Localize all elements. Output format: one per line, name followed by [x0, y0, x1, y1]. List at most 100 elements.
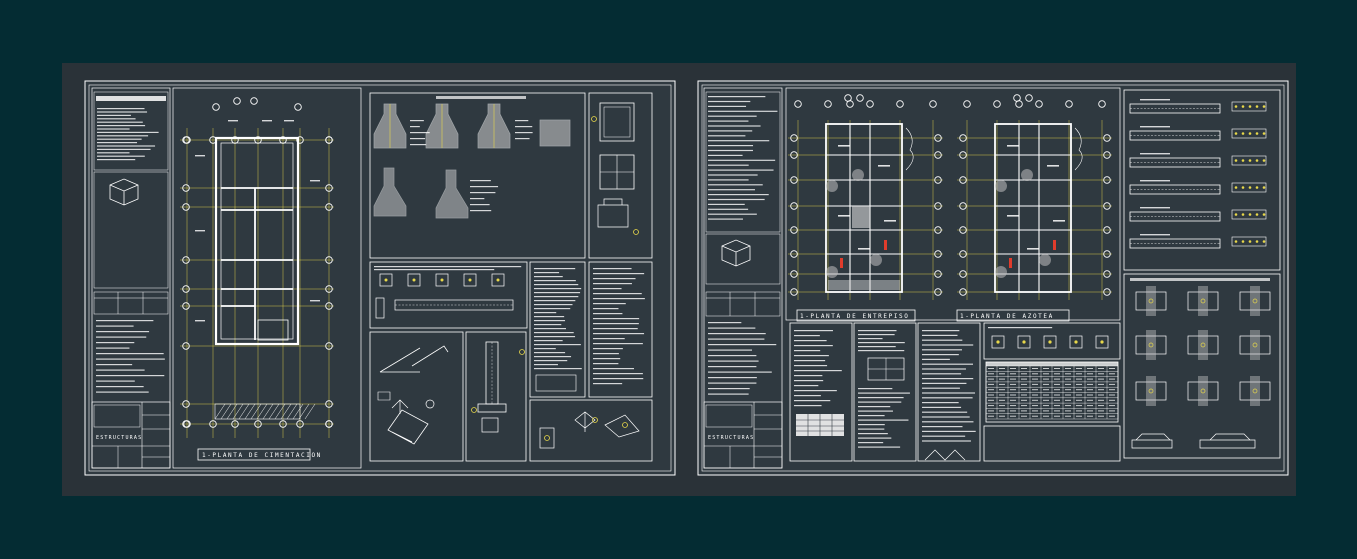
note-text-line [593, 268, 632, 270]
entrepiso-plan[interactable] [788, 94, 943, 300]
note-text-line [708, 154, 743, 156]
grid-bubble [279, 420, 287, 428]
note-text-line [794, 355, 829, 357]
grid-bubble [934, 288, 942, 296]
stair-details-panel[interactable] [369, 331, 464, 462]
table-cell-text [999, 378, 1005, 380]
note-text-line [794, 400, 831, 402]
joint-detail [1135, 335, 1167, 355]
column-marker [995, 266, 1007, 278]
note-text-line [593, 343, 643, 345]
table-cell-text [1021, 383, 1027, 385]
note-text-line [922, 440, 971, 442]
table-cell-text [1021, 368, 1027, 369]
column-footing-section-panel[interactable] [465, 331, 527, 462]
note-text-line [96, 369, 145, 371]
specifications-panel[interactable] [529, 261, 586, 398]
grid-bubble [233, 97, 241, 105]
note-text-line [708, 115, 757, 117]
table-cell-text [1087, 389, 1093, 391]
table-cell-text [1098, 410, 1104, 412]
lower-notes-panel-4[interactable] [983, 425, 1121, 462]
column-section [991, 335, 1005, 349]
table-cell-text [1098, 389, 1104, 391]
note-text-line [708, 149, 753, 152]
foundation-plan[interactable] [180, 97, 334, 438]
dimension-text [195, 320, 205, 322]
grid-bubble [1103, 202, 1111, 210]
grid-bubble [1025, 94, 1033, 102]
note-text-line [922, 382, 967, 384]
note-text-line [708, 377, 757, 379]
grid-bubble [1103, 226, 1111, 234]
rebar-schedule-table[interactable] [985, 361, 1119, 423]
table-cell-text [1076, 415, 1082, 417]
grid-bubble [934, 226, 942, 234]
note-text-line [922, 330, 960, 332]
column-section [1017, 335, 1031, 349]
grid-bubble [959, 176, 967, 184]
beam-label [1140, 126, 1170, 128]
grid-bubble [296, 420, 304, 428]
grid-bubble [1103, 134, 1111, 142]
table-cell-text [1065, 368, 1071, 369]
grid-bubble [325, 184, 333, 192]
table-cell-text [1032, 405, 1038, 407]
schedule-panel[interactable] [588, 261, 653, 398]
note-text-line [922, 354, 959, 356]
beam-label [1007, 215, 1019, 217]
hatch-line [226, 403, 238, 420]
sheet-1[interactable]: ESTRUCTURAS 1-PLANTA DE CIMENTACION [84, 80, 676, 476]
grid-bubble [182, 302, 190, 310]
sheet-2[interactable]: ESTRUCTURAS 1-PLANTA DE ENTREPISO 1-PLAN… [697, 80, 1289, 476]
grid-bubble [182, 256, 190, 264]
note-text-line [96, 375, 165, 377]
footing-details-panel[interactable] [369, 92, 586, 259]
entrepiso-plan-title-box [796, 309, 916, 322]
lower-notes-panel-2[interactable] [853, 322, 917, 462]
table-cell-text [1010, 373, 1016, 375]
rebar-dot [1148, 342, 1154, 348]
column-section-panel[interactable] [588, 92, 653, 259]
grid-bubble [929, 100, 937, 108]
table-cell-text [1098, 405, 1104, 407]
note-text-line [794, 390, 837, 392]
table-cell-text [999, 389, 1005, 391]
note-text-line [922, 358, 950, 360]
table-cell-text [1032, 415, 1038, 417]
column-schedule-panel[interactable] [983, 322, 1121, 360]
rebar-dot [1255, 213, 1259, 216]
rebar-dot [1148, 388, 1154, 394]
note-text-line [96, 336, 147, 338]
note-text-line [922, 411, 968, 413]
lower-notes-panel-1[interactable] [789, 322, 853, 462]
rebar-dot [1200, 298, 1206, 304]
lower-notes-panel-3[interactable] [917, 322, 981, 462]
rebar-details-panel[interactable] [369, 261, 528, 329]
note-text-line [534, 336, 576, 338]
note-text-line [534, 356, 572, 358]
table-cell-text [1087, 378, 1093, 380]
beam-elevations-panel[interactable] [1123, 89, 1281, 271]
grid-bubble [182, 285, 190, 293]
note-text-line [593, 308, 619, 310]
azotea-plan[interactable] [957, 94, 1112, 300]
table-cell-text [988, 399, 994, 401]
rebar-dot [1241, 105, 1245, 108]
table-cell-text [1098, 415, 1104, 417]
connection-details-panel[interactable] [529, 399, 653, 462]
hatch-line [262, 403, 274, 420]
note-text-line [922, 421, 974, 423]
note-text-line [534, 312, 557, 314]
rebar-dot [1248, 132, 1252, 135]
note-text-line [922, 397, 973, 399]
rebar-dot [1262, 213, 1266, 216]
slab-details-panel[interactable] [1123, 273, 1281, 459]
table-cell-text [1021, 405, 1027, 407]
beam-label [1053, 220, 1065, 222]
note-text-line [593, 283, 632, 285]
table-cell-text [1087, 410, 1093, 412]
note-text-line [593, 313, 623, 315]
